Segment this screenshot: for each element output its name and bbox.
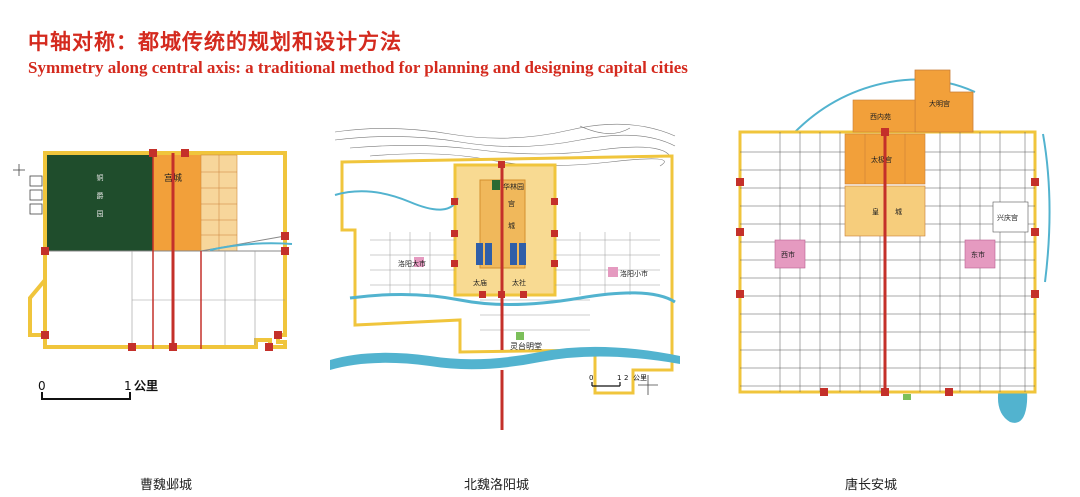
ye-city-map: 铜 爵 园 宫城 0 1 公里 bbox=[13, 149, 293, 400]
luoyang-river-south bbox=[349, 291, 676, 307]
luoyang-hualin-label: 华林园 bbox=[503, 182, 524, 191]
luoyang-taimiao-label: 太庙 bbox=[473, 278, 487, 287]
luoyang-compass-icon bbox=[638, 375, 658, 395]
luoyang-taishe-label: 太社 bbox=[512, 278, 526, 287]
luoyang-east-market-label: 洛阳小市 bbox=[620, 269, 648, 278]
luoyang-scale-bar: 0 1 2 公里 bbox=[589, 374, 647, 387]
changan-xinei-park bbox=[852, 99, 916, 133]
ye-scale-one: 1 bbox=[124, 379, 132, 393]
changan-city-map: 大明宫 西内苑 太极宫 皇 城 兴庆宫 西市 东市 bbox=[736, 69, 1051, 423]
luoyang-city-map: 华林园 宫 城 洛阳大市 洛阳小市 太庙 太社 灵台明堂 bbox=[330, 123, 680, 430]
luoyang-river-north bbox=[334, 190, 459, 211]
luoyang-east-market bbox=[608, 267, 618, 277]
ye-scale-bar: 0 1 公里 bbox=[38, 378, 158, 400]
changan-east-market bbox=[964, 239, 996, 269]
changan-taiji-label: 太极宫 bbox=[871, 155, 892, 164]
luoyang-luo-river bbox=[330, 346, 680, 370]
luoyang-scale-num: 2 bbox=[624, 374, 628, 382]
changan-imperial-char1: 皇 bbox=[872, 207, 879, 216]
page-title-chinese: 中轴对称：都城传统的规划和设计方法 bbox=[28, 29, 402, 54]
ye-west-garden bbox=[47, 155, 153, 251]
luoyang-palace-char2: 城 bbox=[508, 222, 515, 230]
changan-imperial-char2: 城 bbox=[895, 208, 902, 216]
changan-daming-label: 大明宫 bbox=[929, 99, 950, 108]
changan-xingqing-palace bbox=[992, 201, 1029, 233]
changan-east-market-label: 东市 bbox=[971, 250, 985, 259]
ye-palace-city bbox=[153, 155, 201, 251]
ye-scale-unit: 公里 bbox=[134, 378, 158, 393]
changan-west-market-label: 西市 bbox=[781, 250, 795, 259]
changan-xingqing-label: 兴庆宫 bbox=[997, 213, 1018, 222]
svg-text:铜: 铜 bbox=[97, 173, 104, 182]
ye-caption: 曹魏邺城 bbox=[140, 478, 193, 493]
luoyang-scale-unit: 公里 bbox=[633, 374, 647, 382]
luoyang-scale-zero: 0 bbox=[589, 374, 593, 382]
svg-text:爵: 爵 bbox=[97, 191, 104, 200]
luoyang-west-market-label: 洛阳大市 bbox=[398, 259, 426, 268]
luoyang-scale-one: 1 bbox=[617, 374, 621, 382]
changan-xinei-label: 西内苑 bbox=[870, 112, 891, 121]
luoyang-palace-char1: 宫 bbox=[508, 199, 515, 208]
svg-text:园: 园 bbox=[97, 210, 104, 218]
changan-west-market bbox=[774, 239, 806, 269]
changan-caption: 唐长安城 bbox=[845, 478, 898, 493]
page-title-english: Symmetry along central axis: a tradition… bbox=[28, 58, 688, 77]
luoyang-lingtai-label: 灵台明堂 bbox=[510, 341, 542, 351]
luoyang-west-market bbox=[414, 257, 424, 267]
ye-scale-zero: 0 bbox=[38, 379, 46, 393]
luoyang-caption: 北魏洛阳城 bbox=[464, 478, 530, 493]
